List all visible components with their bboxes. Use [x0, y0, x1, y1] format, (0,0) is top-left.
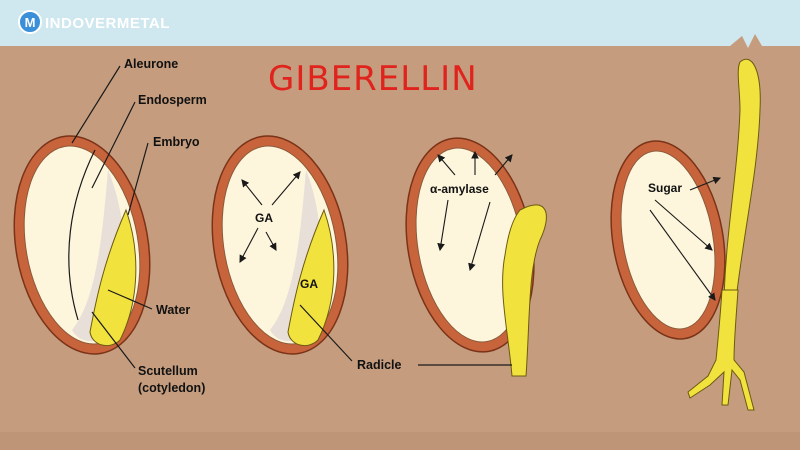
ga-arrow-2	[271, 171, 301, 206]
sugar-arrow-2	[649, 209, 716, 301]
label-alpha-amylase: α-amylase	[430, 182, 489, 196]
seed-2-embryo	[287, 208, 335, 347]
label-endosperm: Endosperm	[138, 93, 207, 107]
brand-logo-icon	[18, 10, 42, 34]
sugar-arrow-3	[689, 176, 722, 191]
seed-3-embryo	[502, 204, 547, 377]
ga-arrow-3	[239, 227, 259, 263]
label-scutellum: Scutellum	[138, 364, 198, 378]
label-radicle: Radicle	[357, 358, 402, 372]
endosperm-leader	[91, 101, 136, 189]
seed-stage-4	[610, 58, 761, 411]
brand-name: INDOVERMETAL	[45, 15, 170, 32]
label-aleurone: Aleurone	[124, 57, 178, 71]
soil	[0, 34, 800, 450]
aleurone-leader	[71, 65, 121, 144]
label-ga-1: GA	[255, 211, 273, 225]
sky	[0, 0, 800, 48]
brand-logo-letter: M	[25, 15, 36, 30]
ga-arrow-4	[265, 231, 277, 251]
label-cotyledon: (cotyledon)	[138, 381, 205, 395]
scutellum-leader	[91, 311, 136, 369]
diagram-title: GIBERELLIN	[268, 59, 478, 99]
radicle-leader	[299, 304, 353, 362]
label-water: Water	[156, 303, 190, 317]
label-sugar: Sugar	[648, 181, 682, 195]
sugar-arrow-1	[654, 199, 713, 251]
seed-1-endosperm-line	[68, 149, 96, 321]
seed-1-embryo	[89, 208, 137, 347]
amylase-arrow-5	[468, 201, 491, 272]
ga-arrow-1	[241, 179, 263, 206]
soil-shadow	[0, 432, 800, 450]
amylase-arrow-4	[437, 199, 449, 252]
seed-stage-2	[211, 135, 349, 355]
water-leader	[107, 289, 153, 310]
amylase-arrow-3	[494, 154, 513, 176]
seed-stage-3	[405, 137, 547, 377]
label-ga-2: GA	[300, 277, 318, 291]
label-embryo: Embryo	[153, 135, 200, 149]
seed-4-endosperm	[620, 150, 716, 330]
brand-logo: M INDOVERMETAL	[18, 10, 170, 34]
embryo-leader	[127, 142, 149, 216]
seedling-root	[687, 289, 755, 411]
amylase-arrow-1	[437, 154, 456, 176]
seed-stage-1	[13, 135, 151, 355]
